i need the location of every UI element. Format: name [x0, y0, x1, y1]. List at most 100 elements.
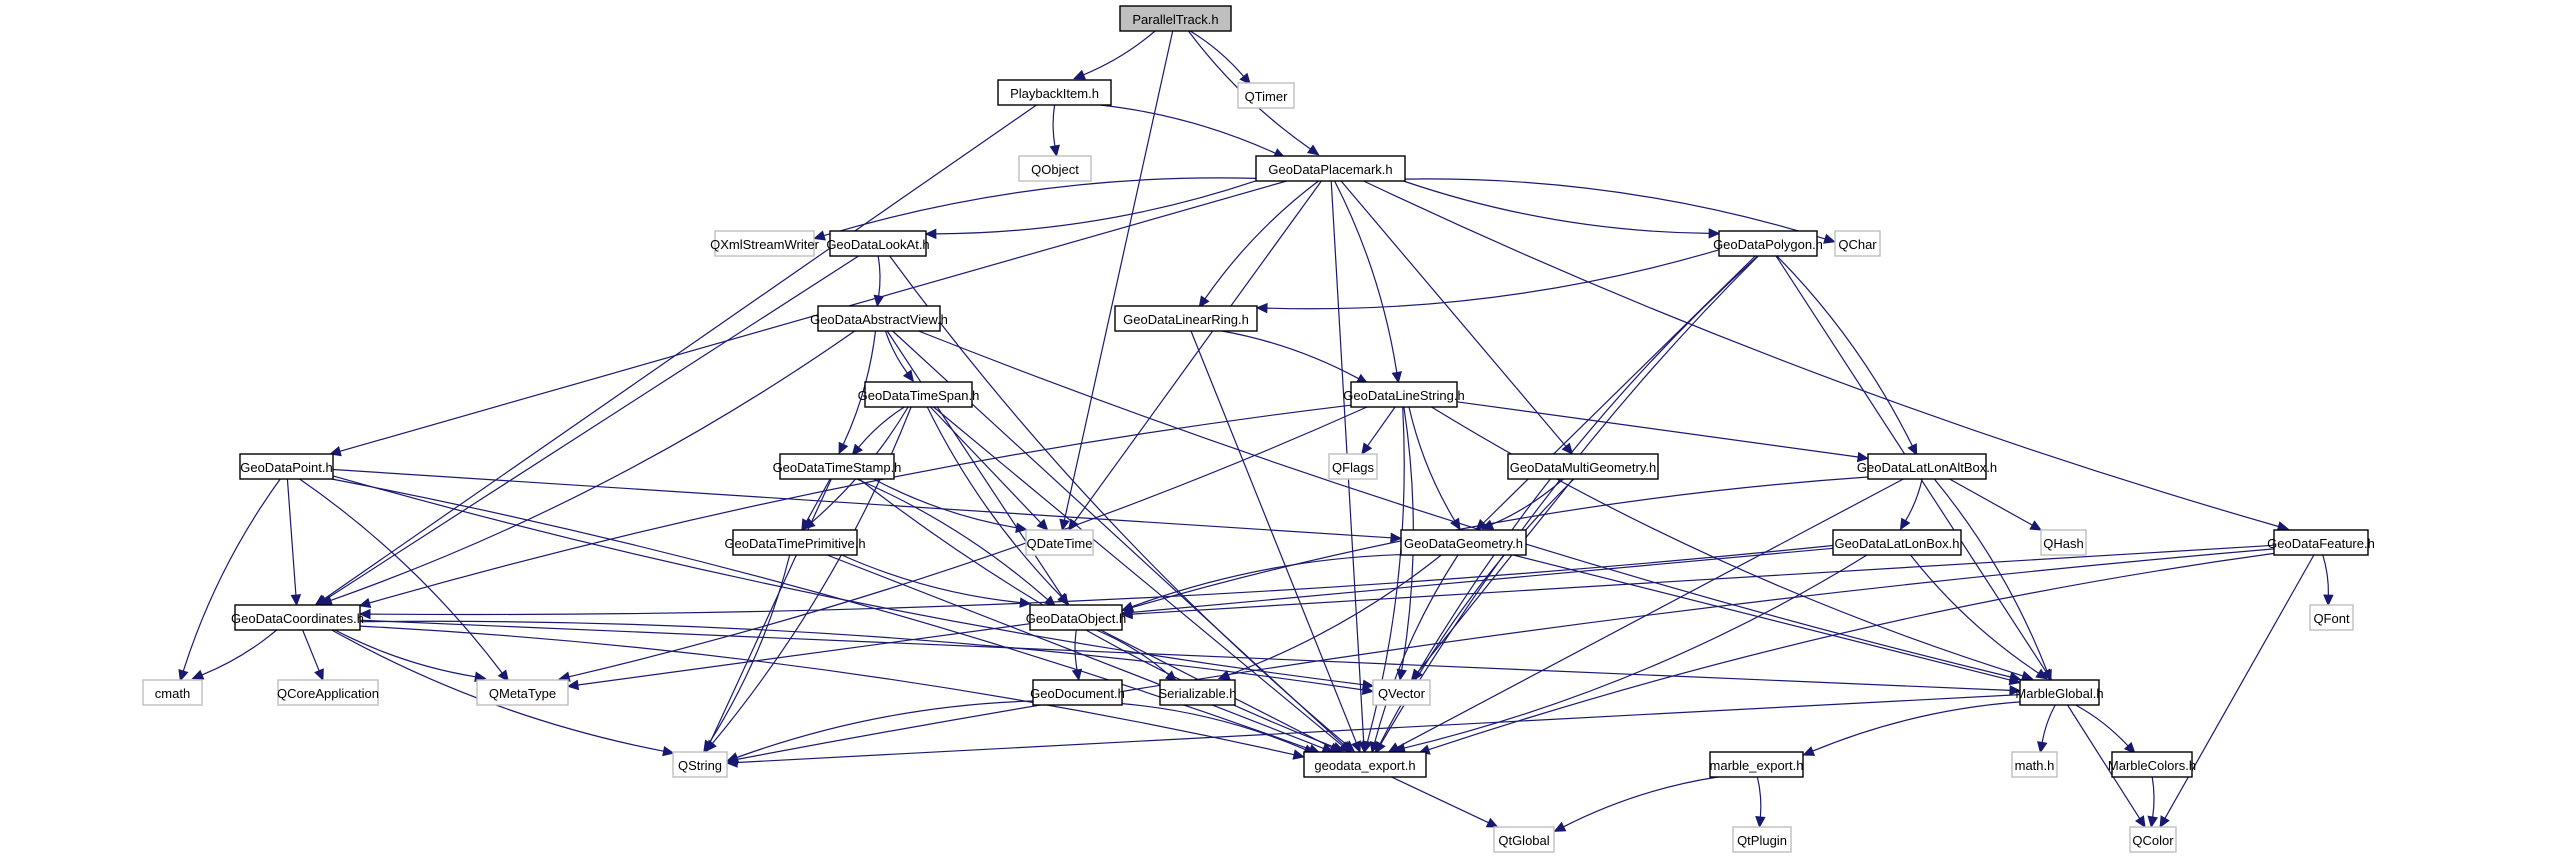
arrowhead-icon	[1049, 144, 1060, 158]
node-QtPlugin: QtPlugin	[1732, 826, 1792, 853]
node-GeoDataObject[interactable]: GeoDataObject.h	[1026, 604, 1126, 631]
arrowhead-icon	[2008, 674, 2022, 686]
node-box	[2309, 604, 2354, 631]
node-label: QString	[678, 758, 722, 773]
arrowhead-icon	[1410, 668, 1423, 681]
edge-GeoDataLineString-to-GeoDataLatLonAltBox	[1456, 401, 1870, 463]
edge-line	[933, 406, 1343, 747]
node-GeoDataGeometry[interactable]: GeoDataGeometry.h	[1400, 529, 1527, 556]
edge-GeoDataMultiGeometry-to-geodata_export	[1374, 478, 1575, 754]
node-GeoDataTimeSpan[interactable]: GeoDataTimeSpan.h	[858, 381, 980, 408]
node-label: GeoDataTimeStamp.h	[773, 460, 902, 475]
edge-GeoDataLatLonAltBox-to-MarbleGlobal	[1933, 478, 2052, 682]
edge-GeoDataAbstractView-to-GeoDataTimeStamp	[838, 330, 877, 455]
edge-GeoDataPlacemark-to-QXmlStreamWriter	[813, 177, 1257, 241]
node-Serializable[interactable]: Serializable.h	[1158, 679, 1237, 706]
edge-line	[842, 330, 877, 445]
node-label: QObject	[1031, 162, 1079, 177]
edge-line	[1228, 554, 1442, 676]
edge-GeoDataObject-to-GeoDocument	[1071, 629, 1083, 681]
arrowhead-icon	[2323, 594, 2334, 607]
node-box	[817, 305, 941, 332]
edge-GeoDataCoordinates-to-MarbleGlobal	[359, 619, 2022, 696]
arrowhead-icon	[1391, 371, 1402, 384]
node-box	[1237, 82, 1295, 109]
edge-geodata_export-to-QtGlobal	[1391, 776, 1499, 828]
arrowhead-icon	[1856, 451, 1870, 463]
node-GeoDataTimeStamp[interactable]: GeoDataTimeStamp.h	[773, 453, 902, 480]
node-label: GeoDataPolygon.h	[1713, 237, 1823, 252]
node-geodata_export[interactable]: geodata_export.h	[1303, 751, 1427, 778]
arrowhead-icon	[320, 595, 333, 606]
node-box	[714, 230, 815, 257]
edge-GeoDataPlacemark-to-GeoDataMultiGeometry	[1340, 180, 1574, 455]
node-label: GeoDataLatLonBox.h	[1834, 536, 1959, 551]
node-GeoDocument[interactable]: GeoDocument.h	[1030, 679, 1125, 706]
node-label: GeoDataLineString.h	[1343, 388, 1464, 403]
edge-line	[286, 478, 297, 596]
edge-MarbleGlobal-to-MarbleColors	[2075, 704, 2136, 755]
edge-line	[886, 330, 1063, 597]
node-box	[2111, 751, 2193, 778]
node-GeoDataLookAt[interactable]: GeoDataLookAt.h	[826, 230, 930, 257]
edge-line	[1266, 249, 1720, 310]
edge-line	[577, 623, 1031, 686]
node-label: cmath	[155, 686, 190, 701]
node-MarbleGlobal[interactable]: MarbleGlobal.h	[2015, 679, 2104, 706]
edge-line	[1083, 30, 1156, 76]
edge-line	[1513, 554, 2011, 681]
node-GeoDataCoordinates[interactable]: GeoDataCoordinates.h	[231, 604, 364, 631]
node-GeoDataMultiGeometry[interactable]: GeoDataMultiGeometry.h	[1507, 453, 1659, 480]
edge-line	[1131, 544, 2275, 615]
edge-line	[359, 619, 2011, 691]
edge-line	[926, 406, 1062, 598]
edge-MarbleGlobal-to-math_h	[2037, 704, 2056, 754]
edge-GeoDataLinearRing-to-geodata_export	[1190, 330, 1361, 754]
node-GeoDataLatLonBox[interactable]: GeoDataLatLonBox.h	[1832, 529, 1962, 556]
node-label: PlaybackItem.h	[1010, 86, 1099, 101]
node-label: GeoDataPlacemark.h	[1268, 162, 1392, 177]
node-GeoDataLineString[interactable]: GeoDataLineString.h	[1343, 381, 1465, 408]
arrowhead-icon	[902, 369, 915, 383]
node-GeoDataFeature[interactable]: GeoDataFeature.h	[2267, 529, 2375, 556]
node-box	[234, 604, 361, 631]
arrowhead-icon	[1239, 72, 1251, 86]
node-PlaybackItem[interactable]: PlaybackItem.h	[997, 79, 1112, 106]
node-GeoDataPoint[interactable]: GeoDataPoint.h	[239, 453, 334, 480]
edge-line	[2164, 554, 2315, 819]
edge-line	[1131, 554, 1402, 608]
node-GeoDataTimePrimitive[interactable]: GeoDataTimePrimitive.h	[724, 529, 866, 556]
node-cmath: cmath	[142, 679, 203, 706]
arrowhead-icon	[358, 608, 371, 620]
arrowhead-icon	[1708, 228, 1721, 239]
edge-line	[806, 478, 831, 522]
arrowhead-icon	[358, 597, 372, 609]
edge-line	[736, 694, 2021, 764]
edge-GeoDataCoordinates-to-QVector	[359, 620, 1375, 695]
edge-line	[1052, 104, 1056, 147]
node-GeoDataLatLonAltBox[interactable]: GeoDataLatLonAltBox.h	[1857, 453, 1997, 480]
node-GeoDataPlacemark[interactable]: GeoDataPlacemark.h	[1255, 155, 1406, 182]
arrowhead-icon	[2029, 520, 2043, 531]
node-ParallelTrack[interactable]: ParallelTrack.h	[1119, 5, 1232, 32]
node-GeoDataPolygon[interactable]: GeoDataPolygon.h	[1713, 230, 1823, 257]
node-label: ParallelTrack.h	[1132, 12, 1218, 27]
node-MarbleColors[interactable]: MarbleColors.h	[2108, 751, 2196, 778]
node-marble_export[interactable]: marble_export.h	[1709, 751, 1804, 778]
edge-line	[856, 478, 1049, 601]
node-box	[142, 679, 203, 706]
node-QFont: QFont	[2309, 604, 2354, 631]
arrowhead-icon	[873, 294, 885, 308]
arrowhead-icon	[1369, 741, 1380, 754]
node-GeoDataAbstractView[interactable]: GeoDataAbstractView.h	[810, 305, 948, 332]
edge-line	[1403, 180, 1710, 234]
edge-GeoDataFeature-to-geodata_export	[1417, 552, 2275, 755]
arrowhead-icon	[2147, 815, 2159, 829]
arrowhead-icon	[813, 230, 826, 241]
edge-line	[884, 330, 908, 374]
edge-GeoDataFeature-to-GeoDataObject	[1120, 544, 2275, 620]
node-GeoDataLinearRing[interactable]: GeoDataLinearRing.h	[1114, 305, 1258, 332]
arrowhead-icon	[1073, 69, 1086, 80]
node-label: Serializable.h	[1158, 686, 1236, 701]
